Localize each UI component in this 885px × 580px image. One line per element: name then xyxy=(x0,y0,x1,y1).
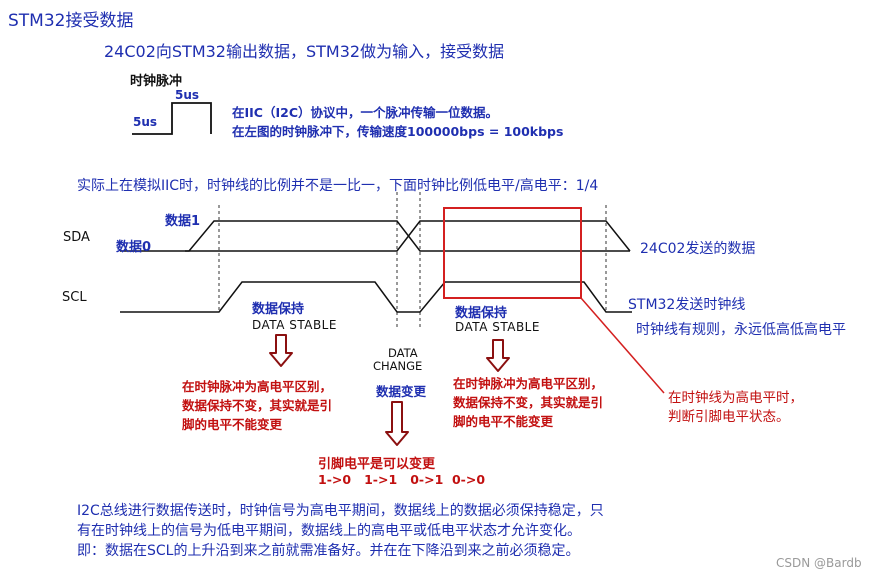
clock-pulse-heading: 时钟脉冲 xyxy=(130,74,183,89)
clock-note-line2: 在左图的时钟脉冲下，传输速度100000bps = 100kbps xyxy=(232,124,564,139)
down-arrow-right xyxy=(486,339,510,372)
guide-lines xyxy=(218,192,607,330)
data0-label: 数据0 xyxy=(116,240,152,255)
footer-line3: 即：数据在SCL的上升沿到来之前就需准备好。并在在下降沿到来之前必须稳定。 xyxy=(77,543,580,559)
down-arrow-middle xyxy=(385,401,409,446)
highlight-box xyxy=(443,207,582,299)
data-change-label-2: CHANGE xyxy=(373,359,423,373)
hold-label-right-cn: 数据保持 xyxy=(455,306,508,321)
clock-high-label: 5us xyxy=(175,88,200,102)
pin-change-title: 引脚电平是可以变更 xyxy=(318,457,436,472)
ratio-note: 实际上在模拟IIC时，时钟线的比例并不是一比一，下面时钟比例低电平/高电平：1/… xyxy=(77,178,599,194)
right-annotation-line2: 数据保持不变，其实就是引 xyxy=(453,395,604,410)
left-annotation-line1: 在时钟脉冲为高电平区别， xyxy=(182,379,333,394)
clock-rule-note: 时钟线有规则，永远低高低高电平 xyxy=(636,322,846,338)
hold-label-left-en: DATA STABLE xyxy=(252,318,337,332)
right-annotation-line3: 脚的电平不能变更 xyxy=(453,414,554,429)
footer-line1: I2C总线进行数据传送时，时钟信号为高电平期间，数据线上的数据必须保持稳定，只 xyxy=(77,503,604,519)
scl-label: SCL xyxy=(62,290,87,305)
data-change-label-1: DATA xyxy=(388,346,418,360)
clock-low-label: 5us xyxy=(133,115,158,129)
left-annotation-line3: 脚的电平不能变更 xyxy=(182,417,283,432)
sda-waveform xyxy=(120,220,631,252)
watermark: CSDN @Bardb xyxy=(776,556,862,570)
down-arrow-left xyxy=(269,334,293,367)
page-subtitle: 24C02向STM32输出数据，STM32做为输入，接受数据 xyxy=(104,42,505,61)
hold-label-right-en: DATA STABLE xyxy=(455,320,540,334)
left-annotation-line2: 数据保持不变，其实就是引 xyxy=(182,398,333,413)
highlight-pointer-line xyxy=(580,297,665,394)
right-annotation-line1: 在时钟脉冲为高电平区别， xyxy=(453,376,604,391)
sda-label: SDA xyxy=(63,230,90,245)
sda-note: 24C02发送的数据 xyxy=(640,241,756,257)
clock-pulse-waveform xyxy=(132,102,212,135)
pin-change-values: 1->0 1->1 0->1 0->0 xyxy=(318,472,486,487)
scl-waveform xyxy=(120,281,632,313)
data-change-label-cn: 数据变更 xyxy=(376,384,427,399)
red-note-line1: 在时钟线为高电平时， xyxy=(668,390,803,406)
hold-label-left-cn: 数据保持 xyxy=(252,302,305,317)
red-note-line2: 判断引脚电平状态。 xyxy=(668,409,790,425)
clock-note-line1: 在IIC（I2C）协议中，一个脉冲传输一位数据。 xyxy=(232,105,498,120)
page-title: STM32接受数据 xyxy=(8,11,134,31)
footer-line2: 有在时钟线上的信号为低电平期间，数据线上的高电平或低电平状态才允许变化。 xyxy=(77,523,581,539)
data1-label: 数据1 xyxy=(165,214,201,229)
scl-note: STM32发送时钟线 xyxy=(628,297,746,313)
